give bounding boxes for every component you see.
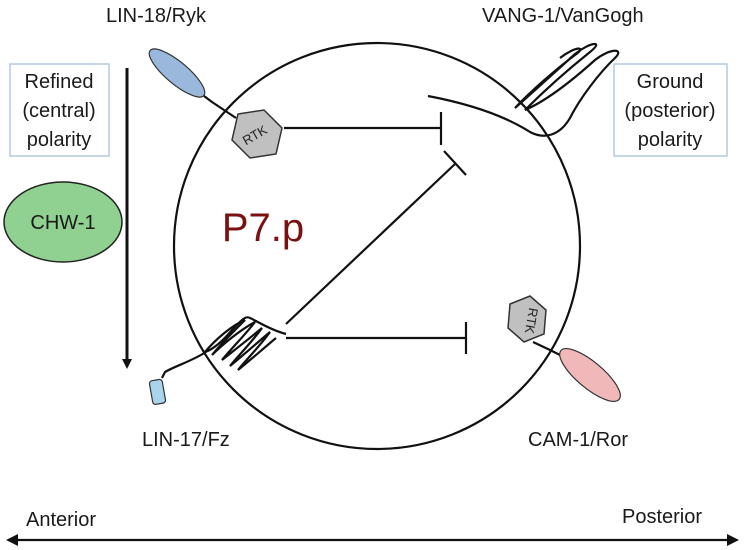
cam1-receptor: RTK (507, 295, 621, 402)
posterior-label: Posterior (622, 506, 702, 528)
vang1-protein (427, 42, 620, 137)
inhibition-fz-to-cam1 (286, 322, 468, 354)
vang1-label: VANG-1/VanGogh (482, 5, 644, 27)
ground-polarity-box: Ground (posterior) polarity (613, 63, 728, 157)
rtk-hexagon-lin18 (231, 109, 283, 159)
inhibition-rtk-to-vang1 (284, 112, 443, 145)
cam1-label: CAM-1/Ror (528, 429, 628, 451)
svg-text:CHW-1: CHW-1 (30, 212, 95, 234)
svg-text:polarity: polarity (27, 129, 91, 151)
lin18-ellipse (148, 48, 206, 98)
chw1-node: CHW-1 (3, 181, 123, 263)
cell-outline (172, 41, 582, 451)
inhibition-fz-to-vang1 (285, 150, 467, 325)
anterior-label: Anterior (26, 509, 96, 531)
lin17-receptor (148, 316, 287, 405)
lin18-label: LIN-18/Ryk (106, 5, 207, 27)
lin17-cylinder (148, 378, 167, 405)
anterior-posterior-axis (6, 534, 739, 546)
rtk-hexagon-cam1 (507, 295, 547, 343)
cell-name: P7.p (222, 206, 304, 250)
cam1-ellipse (559, 348, 621, 402)
rtk-label-cam1: RTK (522, 307, 541, 335)
lin17-label: LIN-17/Fz (142, 429, 230, 451)
svg-text:(posterior): (posterior) (624, 100, 715, 122)
svg-text:polarity: polarity (638, 129, 702, 151)
lin18-receptor: RTK (148, 48, 283, 159)
svg-text:Ground: Ground (637, 71, 704, 93)
svg-text:(central): (central) (22, 100, 95, 122)
refined-polarity-box: Refined (central) polarity (9, 63, 110, 157)
svg-text:Refined: Refined (25, 71, 94, 93)
